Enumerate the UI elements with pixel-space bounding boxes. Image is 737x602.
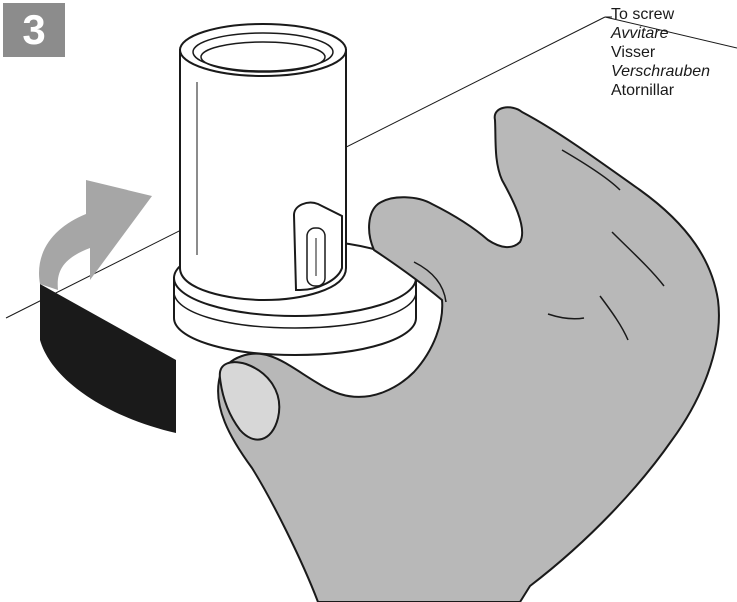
canister-body [180, 24, 346, 300]
instruction-es: Atornillar [611, 81, 710, 100]
instruction-en: To screw [611, 5, 710, 24]
clockwise-rotation-arrow-icon [39, 180, 176, 433]
instruction-de: Verschrauben [611, 62, 710, 81]
step-number-badge: 3 [3, 3, 65, 57]
instruction-it: Avvitare [611, 24, 710, 43]
instruction-labels: To screw Avvitare Visser Verschrauben At… [611, 5, 710, 100]
instruction-fr: Visser [611, 43, 710, 62]
